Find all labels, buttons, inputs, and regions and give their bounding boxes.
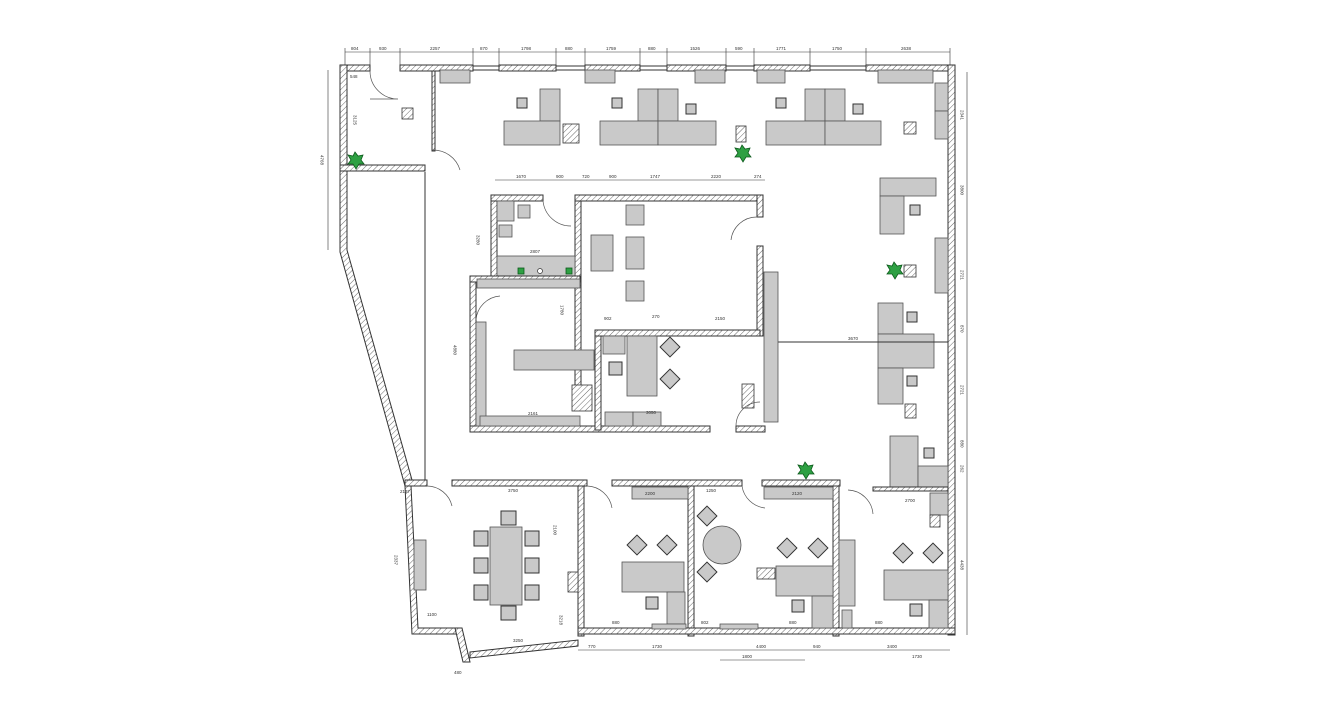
dim-label: 1526 [690, 46, 701, 51]
dim-label: 1780 [560, 305, 565, 316]
dim-label: 770 [588, 644, 596, 649]
dim-label: 2807 [530, 249, 541, 254]
bottom-rooms: 3750 2337 1100 3250 3218 2100 480 2137 2… [394, 479, 956, 675]
dim-label: 3670 [848, 336, 859, 341]
dim-label: 3050 [646, 410, 657, 415]
dim-label: 4400 [756, 644, 767, 649]
dim-label: 4880 [453, 345, 458, 356]
dim-label: 880 [612, 620, 620, 625]
dim-label: 2120 [792, 491, 803, 496]
dim-label: 2220 [711, 174, 722, 179]
right-dimension-chain: 2341 3800 2721 870 2721 880 262 4438 [960, 72, 968, 635]
open-office-furniture: 3670 [439, 69, 949, 489]
dim-label: 804 [351, 46, 359, 51]
dim-label: 1747 [650, 174, 661, 179]
plant-icon [797, 461, 815, 480]
dim-label: 3800 [960, 185, 965, 196]
dim-label: 2721 [960, 385, 965, 396]
plant-icon [347, 151, 365, 170]
dim-label: 1250 [706, 488, 717, 493]
dim-label: 880 [648, 46, 656, 51]
dim-label: 1730 [912, 654, 923, 659]
dim-label: 720 [582, 174, 590, 179]
dim-label: 900 [556, 174, 564, 179]
dim-label: 802 [701, 620, 709, 625]
dim-label: 2161 [528, 411, 539, 416]
dim-label: 930 [379, 46, 387, 51]
dim-label: 1759 [606, 46, 617, 51]
dim-label: 1100 [427, 612, 437, 617]
dim-label: 262 [960, 465, 965, 473]
dim-label: 880 [565, 46, 573, 51]
dim-label: 2200 [645, 491, 656, 496]
dim-label: 2257 [430, 46, 441, 51]
dim-label: 2700 [905, 498, 916, 503]
dim-label: 870 [480, 46, 488, 51]
dim-label: 940 [813, 644, 821, 649]
dim-label: 4768 [320, 155, 325, 166]
dim-label: 274 [754, 174, 762, 179]
dim-label: 2150 [715, 316, 726, 321]
dim-label: 2341 [960, 110, 965, 121]
top-dimension-chain: 804 930 2257 870 1798 880 1759 880 1526 … [344, 46, 951, 66]
dim-label: 2721 [960, 270, 965, 281]
dim-label: 4438 [960, 560, 965, 571]
dim-label: 2100 [553, 525, 558, 536]
dim-label: 1800 [742, 654, 753, 659]
dim-label: 3218 [559, 615, 564, 626]
dim-label: 880 [960, 440, 965, 448]
dim-label: 880 [875, 620, 883, 625]
dim-label: 3400 [887, 644, 898, 649]
plant-icon [886, 261, 904, 280]
dim-label: 1798 [521, 46, 532, 51]
dim-label: 270 [652, 314, 660, 319]
dim-label: 2137 [400, 489, 411, 494]
dim-label: 480 [454, 670, 462, 675]
dim-label: 880 [789, 620, 797, 625]
dim-label: 1730 [652, 644, 663, 649]
dim-label: 1750 [832, 46, 843, 51]
dim-label: 2337 [394, 555, 399, 566]
dim-label: 3125 [353, 115, 358, 126]
bottom-dimension-chain: 770 880 1730 802 4400 1800 880 940 3400 … [578, 620, 950, 661]
dim-label: 548 [350, 74, 358, 79]
dim-label: 3750 [508, 488, 519, 493]
plant-icons [347, 144, 904, 480]
plant-icon [734, 144, 752, 163]
dim-label: 902 [604, 316, 612, 321]
dim-label: 3280 [476, 235, 481, 246]
dim-label: 900 [609, 174, 617, 179]
dim-label: 870 [960, 325, 965, 333]
dim-label: 2638 [901, 46, 912, 51]
central-block: 1670 900 720 900 1747 2220 274 2807 3280 [453, 174, 779, 433]
dim-label: 3250 [513, 638, 524, 643]
dim-label: 1771 [776, 46, 787, 51]
dim-label: 1670 [516, 174, 527, 179]
dim-label: 590 [735, 46, 743, 51]
